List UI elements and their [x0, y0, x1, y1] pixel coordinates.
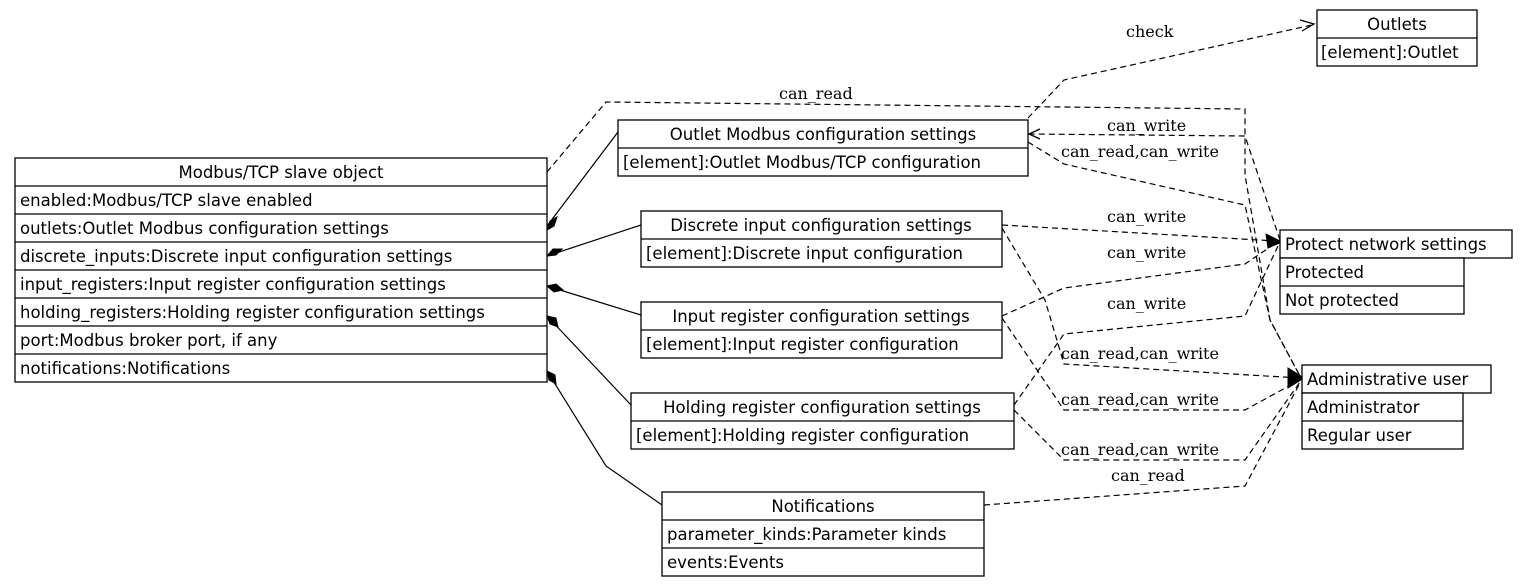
edge-modbus-outlets — [546, 131, 619, 227]
edge-discrete-protect-can-write — [1001, 224, 1277, 242]
composition-edges — [545, 131, 663, 506]
edge-label-can-read-can-write-outlet: can_read,can_write — [1061, 142, 1219, 161]
edge-modbus-admin-can-read — [546, 101, 1302, 379]
arrowhead-admin — [1287, 367, 1305, 389]
class-outlets: Outlets [element]:Outlet — [1316, 9, 1478, 67]
class-attribute: parameter_kinds:Parameter kinds — [667, 525, 946, 545]
edge-label-check: check — [1126, 22, 1174, 41]
diamond-outlets — [546, 215, 558, 232]
class-title: Administrative user — [1307, 370, 1469, 389]
class-attribute: [element]:Discrete input configuration — [646, 244, 963, 263]
edge-outlet-modbus-outlets-check — [1027, 24, 1313, 119]
class-title: Protect network settings — [1285, 235, 1487, 254]
class-attribute: events:Events — [667, 553, 784, 572]
edge-notifications-admin-can-read — [983, 382, 1301, 506]
class-title: Discrete input configuration settings — [670, 216, 972, 235]
class-attribute: input_registers:Input register configura… — [20, 275, 446, 295]
dependency-edges — [546, 19, 1316, 506]
edge-label-can-write-outlet: can_write — [1107, 116, 1186, 135]
class-attribute: Regular user — [1307, 426, 1412, 445]
class-attribute: port:Modbus broker port, if any — [20, 331, 278, 350]
edge-label-can-read-top: can_read — [779, 84, 853, 103]
edge-modbus-input-reg — [546, 285, 642, 316]
class-attribute: Not protected — [1285, 291, 1399, 310]
class-attribute: notifications:Notifications — [20, 359, 230, 378]
class-title: Modbus/TCP slave object — [178, 163, 384, 182]
edge-label-can-write-input-reg: can_write — [1107, 243, 1186, 262]
class-title: Input register configuration settings — [672, 307, 969, 326]
edge-label-can-read-can-write-discrete: can_read,can_write — [1061, 344, 1219, 363]
edge-label-can-read-notifications: can_read — [1111, 466, 1185, 485]
edge-input-reg-admin — [1001, 317, 1301, 411]
edge-label-can-write-discrete: can_write — [1107, 207, 1186, 226]
diamond-discrete — [545, 248, 564, 257]
class-attribute: enabled:Modbus/TCP slave enabled — [20, 191, 313, 210]
arrowhead-protect — [1265, 233, 1284, 249]
class-title: Outlets — [1367, 15, 1427, 34]
arrow-outlet-modbus — [1027, 128, 1041, 140]
class-administrative-user: Administrative user Administrator Regula… — [1301, 364, 1492, 450]
class-attribute: [element]:Holding register configuration — [636, 426, 969, 445]
edge-protect-outlet-modbus-can-write — [1029, 133, 1281, 241]
class-attribute: outlets:Outlet Modbus configuration sett… — [20, 219, 389, 238]
class-title: Notifications — [771, 497, 874, 516]
class-discrete-input-configuration-settings: Discrete input configuration settings [e… — [640, 210, 1003, 268]
class-title: Holding register configuration settings — [663, 398, 981, 417]
edge-discrete-admin — [1001, 227, 1301, 379]
class-attribute: holding_registers:Holding register confi… — [20, 303, 485, 323]
class-holding-register-configuration-settings: Holding register configuration settings … — [630, 392, 1015, 450]
edge-labels: check can_read can_write can_read,can_wr… — [779, 22, 1219, 485]
edge-holding-reg-protect-can-write — [1013, 245, 1279, 406]
class-protect-network-settings: Protect network settings Protected Not p… — [1279, 229, 1513, 315]
diamond-notifications — [546, 370, 557, 385]
edge-input-reg-protect-can-write — [1001, 242, 1277, 317]
edge-modbus-discrete — [546, 224, 642, 257]
edge-holding-reg-admin — [1013, 381, 1301, 461]
edge-label-can-read-can-write-input-reg: can_read,can_write — [1061, 390, 1219, 409]
diamond-holding-reg — [546, 315, 559, 328]
class-title: Outlet Modbus configuration settings — [670, 125, 976, 144]
class-outlet-modbus-configuration-settings: Outlet Modbus configuration settings [el… — [617, 119, 1029, 177]
class-attribute: [element]:Outlet — [1321, 43, 1459, 62]
edge-label-can-read-can-write-holding-reg: can_read,can_write — [1061, 440, 1219, 459]
class-attribute: [element]:Input register configuration — [646, 335, 959, 354]
class-modbus-tcp-slave-object: Modbus/TCP slave object enabled:Modbus/T… — [14, 157, 548, 383]
diamond-input-reg — [545, 283, 565, 293]
edge-modbus-holding-reg — [546, 315, 632, 406]
class-attribute: [element]:Outlet Modbus/TCP configuratio… — [623, 153, 981, 172]
edge-label-can-write-holding-reg: can_write — [1107, 294, 1186, 313]
class-input-register-configuration-settings: Input register configuration settings [e… — [640, 301, 1003, 359]
class-attribute: Administrator — [1307, 398, 1420, 417]
arrow-outlets — [1299, 19, 1316, 32]
class-notifications: Notifications parameter_kinds:Parameter … — [661, 491, 985, 577]
class-attribute: Protected — [1285, 263, 1364, 282]
edge-modbus-notifications — [546, 370, 663, 506]
class-attribute: discrete_inputs:Discrete input configura… — [20, 247, 452, 267]
